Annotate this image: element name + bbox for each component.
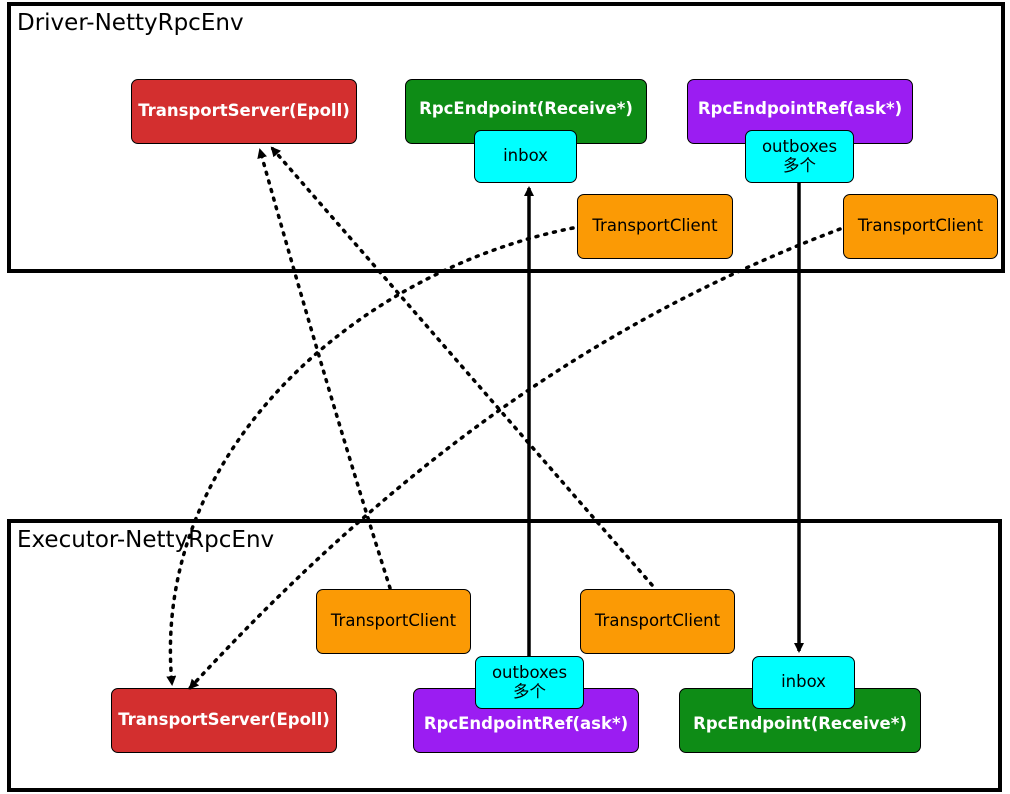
driver-outboxes: outboxes 多个 — [745, 130, 854, 183]
executor-inbox: inbox — [752, 656, 855, 709]
executor-transport-client-1: TransportClient — [316, 589, 471, 654]
executor-transport-client-2: TransportClient — [580, 589, 735, 654]
executor-transport-server: TransportServer(Epoll) — [111, 688, 337, 753]
driver-transport-client-1: TransportClient — [577, 194, 733, 259]
driver-outboxes-sub: 多个 — [783, 155, 816, 175]
driver-transport-client-2: TransportClient — [843, 194, 998, 259]
driver-inbox: inbox — [474, 130, 577, 183]
executor-env-title: Executor-NettyRpcEnv — [17, 527, 275, 553]
driver-transport-server: TransportServer(Epoll) — [131, 79, 357, 144]
executor-rpc-endpoint-ref: RpcEndpointRef(ask*) — [413, 688, 639, 753]
driver-env-title: Driver-NettyRpcEnv — [17, 10, 244, 36]
driver-outboxes-label: outboxes — [761, 136, 838, 156]
executor-outboxes: outboxes 多个 — [475, 656, 584, 709]
executor-outboxes-label: outboxes — [491, 662, 568, 682]
executor-rpc-endpoint: RpcEndpoint(Receive*) — [679, 688, 921, 753]
executor-outboxes-sub: 多个 — [513, 681, 546, 701]
